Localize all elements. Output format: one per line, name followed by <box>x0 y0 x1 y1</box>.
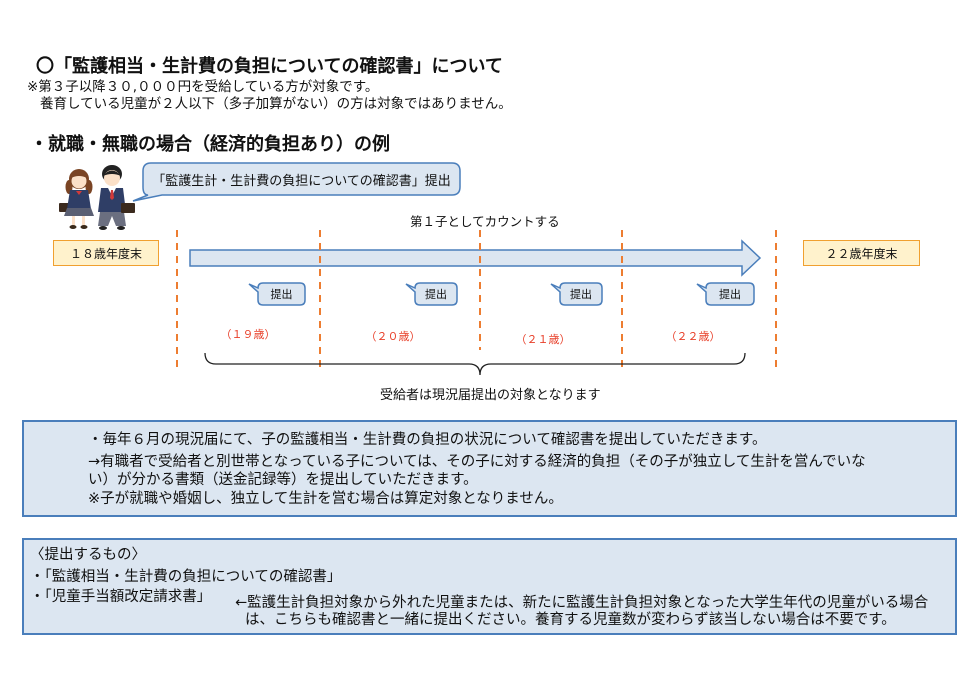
submission-note: は、こちらも確認書と一緒に提出ください。養育する児童数が変わらず該当しない場合は… <box>245 612 896 628</box>
submission-heading: 〈提出するもの〉 <box>30 547 146 563</box>
student-boy-figure <box>98 165 135 230</box>
submit-label: 提出 <box>425 288 447 301</box>
submission-item: ・「児童手当額改定請求書」 <box>30 589 212 605</box>
submission-note: ←監護生計負担対象から外れた児童または、新たに監護生計負担対象となった大学生年代… <box>235 595 929 611</box>
submit-speech-bubble <box>132 162 461 202</box>
submit-bubble-3 <box>550 282 603 306</box>
submit-label: 提出 <box>719 288 741 301</box>
student-girl-figure <box>59 169 94 229</box>
count-label: 第１子としてカウントする <box>410 214 560 229</box>
period-brace <box>204 352 746 376</box>
brace-caption: 受給者は現況届提出の対象となります <box>380 388 601 403</box>
submit-bubble-label: 「監護生計・生計費の負担についての確認書」提出 <box>152 173 451 189</box>
end-year-box: ２２歳年度末 <box>803 240 920 266</box>
page-title: 〇「監護相当・生計費の負担についての確認書」について <box>36 56 503 77</box>
age-label-22: （２２歳） <box>665 330 721 343</box>
timeline-arrow <box>189 239 762 277</box>
submit-bubble-2 <box>405 282 458 306</box>
submit-bubble-4 <box>696 282 755 306</box>
submit-label: 提出 <box>270 288 293 301</box>
submit-label: 提出 <box>570 288 592 301</box>
submission-box: 〈提出するもの〉 ・「監護相当・生計費の負担についての確認書」 ・「児童手当額改… <box>22 538 957 635</box>
info-box: ・毎年６月の現況届にて、子の監護相当・生計費の負担の状況について確認書を提出して… <box>22 420 957 517</box>
submit-bubble-1 <box>248 282 306 306</box>
age-label-19: （１９歳） <box>220 328 276 341</box>
exclusion-note: 養育している児童が２人以下（多子加算がない）の方は対象ではありません。 <box>40 96 512 112</box>
target-note: ※第３子以降３０,０００円を受給している方が対象です。 <box>27 79 379 95</box>
age-label-21: （２１歳） <box>515 333 571 346</box>
age-label-20: （２０歳） <box>365 330 421 343</box>
info-line: ※子が就職や婚姻し、独立して生計を営む場合は算定対象となりません。 <box>88 491 563 507</box>
start-year-box: １８歳年度末 <box>53 240 159 266</box>
info-line: →有職者で受給者と別世帯となっている子については、その子に対する経済的負担（その… <box>88 454 866 470</box>
submission-item: ・「監護相当・生計費の負担についての確認書」 <box>30 569 342 585</box>
info-line: ・毎年６月の現況届にて、子の監護相当・生計費の負担の状況について確認書を提出して… <box>88 432 767 448</box>
students-walking-icon <box>59 165 135 230</box>
info-line: い）が分かる書類（送金記録等）を提出していただきます。 <box>88 472 478 488</box>
example-heading: ・就職・無職の場合（経済的負担あり）の例 <box>30 134 390 155</box>
